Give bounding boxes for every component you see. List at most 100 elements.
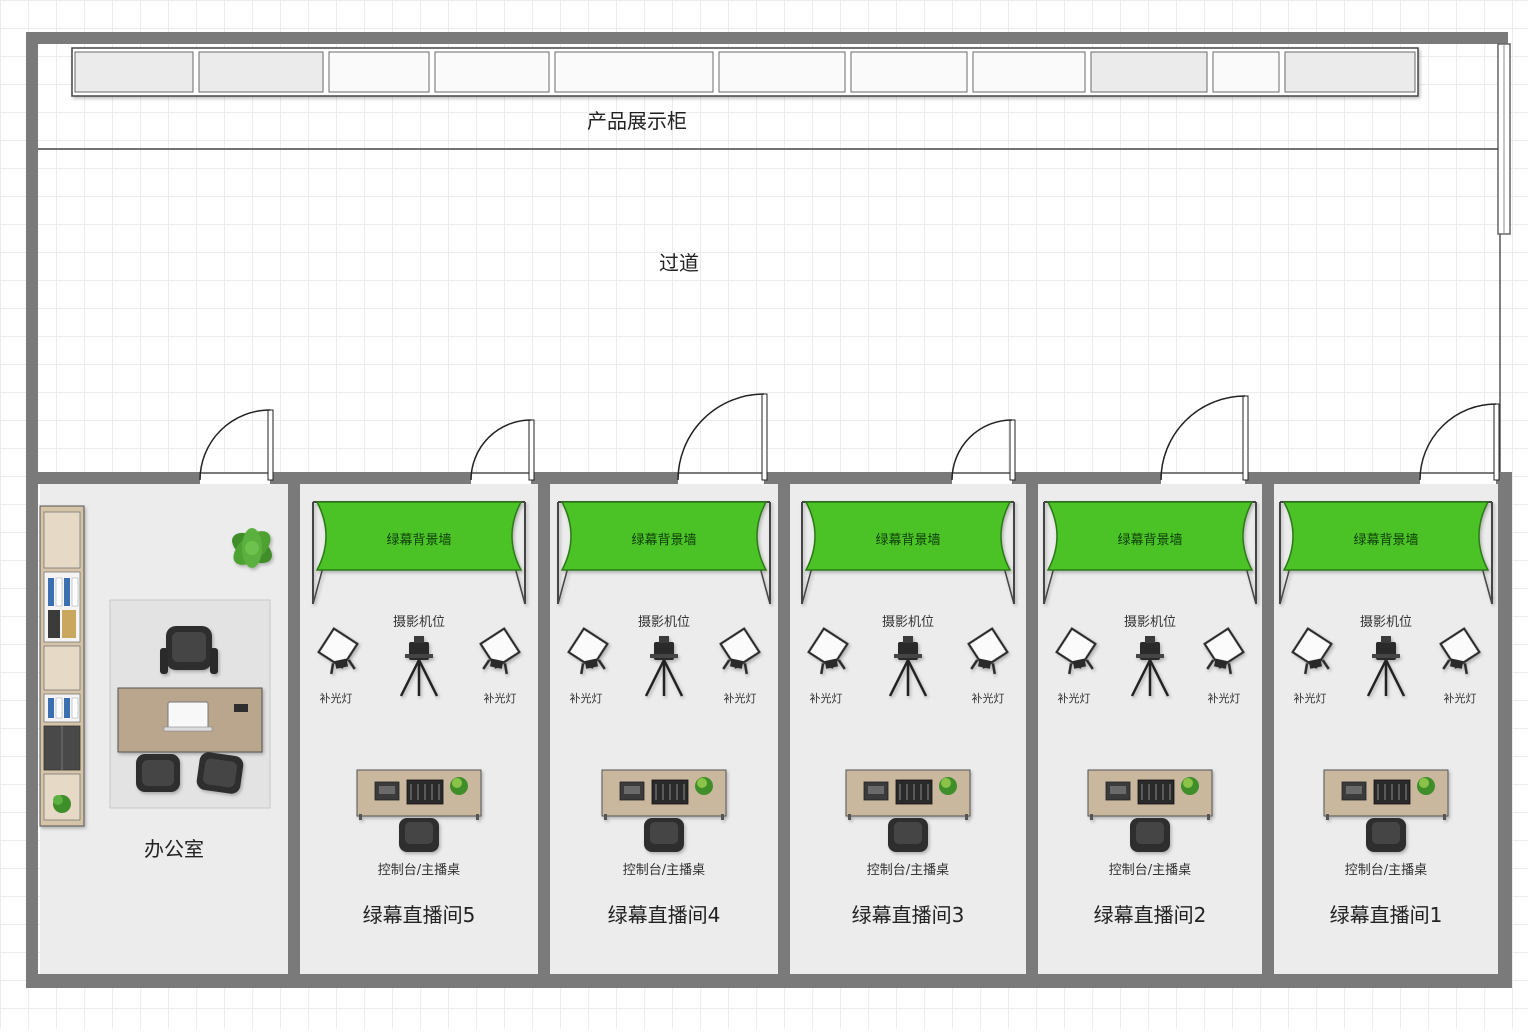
backdrop-label: 绿幕背景墙	[875, 533, 940, 548]
studio-name: 绿幕直播间2	[1094, 903, 1207, 927]
office-desk	[117, 687, 263, 753]
console-chair	[1130, 818, 1170, 852]
walls	[26, 32, 1512, 988]
fill-light-label: 补光灯	[1208, 691, 1241, 705]
office: 办公室	[39, 484, 288, 974]
backdrop-label: 绿幕背景墙	[1353, 533, 1418, 548]
door-panel	[761, 393, 768, 481]
green-screen-backdrop	[1043, 501, 1257, 605]
cabinet-segment	[1284, 51, 1416, 93]
door-swing-arc	[677, 393, 765, 481]
camera-tripod-icon	[1366, 636, 1406, 697]
green-screen-backdrop	[1279, 501, 1493, 605]
office-guest-chairs	[136, 752, 244, 794]
door-opening	[952, 474, 1012, 484]
fill-light-icon	[719, 627, 761, 675]
backdrop-label: 绿幕背景墙	[1117, 533, 1182, 548]
cabinet-segment	[434, 51, 550, 93]
studio-name: 绿幕直播间4	[608, 903, 721, 927]
partition-wall	[288, 484, 300, 974]
studio-name: 绿幕直播间1	[1330, 903, 1443, 927]
green-screen-backdrop	[312, 501, 526, 605]
door-panel	[528, 419, 535, 481]
camera-tripod-icon	[888, 636, 928, 697]
top-wall	[26, 32, 1508, 44]
fill-light-icon	[1203, 627, 1245, 675]
fill-light-icon	[967, 627, 1009, 675]
console-label: 控制台/主播桌	[867, 863, 949, 878]
door-opening	[1420, 474, 1496, 484]
partition-wall	[538, 484, 550, 974]
camera-tripod-icon	[1130, 636, 1170, 697]
rooms: 办公室 绿幕背景墙摄影机位补光灯补光灯控制台/主播桌绿幕直播间5绿幕背景墙摄影机…	[26, 393, 1512, 974]
camera-label: 摄影机位	[393, 615, 445, 630]
partition-wall	[778, 484, 790, 974]
bottom-wall	[26, 974, 1512, 988]
fill-light-icon	[479, 627, 521, 675]
camera-label: 摄影机位	[882, 615, 934, 630]
console-desk	[1087, 769, 1213, 820]
door-opening	[678, 474, 764, 484]
console-desk	[1323, 769, 1449, 820]
cabinet-segment	[554, 51, 714, 93]
fill-light-label: 补光灯	[1294, 691, 1327, 705]
door-panel	[1493, 403, 1500, 481]
cabinet-segment	[328, 51, 430, 93]
left-wall	[26, 32, 38, 988]
console-chair	[644, 818, 684, 852]
camera-tripod-icon	[644, 636, 684, 697]
camera-label: 摄影机位	[1360, 615, 1412, 630]
cabinet-segment	[74, 51, 194, 93]
camera-label: 摄影机位	[638, 615, 690, 630]
backdrop-label: 绿幕背景墙	[386, 533, 451, 548]
fill-light-icon	[567, 627, 609, 675]
fill-light-label: 补光灯	[724, 691, 757, 705]
right-wall	[1498, 474, 1512, 988]
fill-light-icon	[1291, 627, 1333, 675]
cabinet-segment	[198, 51, 324, 93]
display-cabinet-label: 产品展示柜	[587, 109, 687, 133]
fill-light-label: 补光灯	[570, 691, 603, 705]
office-plant	[232, 528, 272, 568]
door-panel	[1009, 419, 1016, 481]
studio-room: 绿幕背景墙摄影机位补光灯补光灯控制台/主播桌绿幕直播间4	[550, 484, 778, 974]
office-label: 办公室	[144, 837, 204, 861]
corridor-label: 过道	[659, 251, 699, 275]
door-swing-arc	[1160, 395, 1246, 481]
door-opening	[1161, 474, 1245, 484]
studio-room: 绿幕背景墙摄影机位补光灯补光灯控制台/主播桌绿幕直播间3	[790, 484, 1026, 974]
partition-wall	[1262, 484, 1274, 974]
fill-light-label: 补光灯	[484, 691, 517, 705]
studio-name: 绿幕直播间5	[363, 903, 476, 927]
camera-label: 摄影机位	[1124, 615, 1176, 630]
green-screen-backdrop	[557, 501, 771, 605]
fill-light-label: 补光灯	[320, 691, 353, 705]
fill-light-label: 补光灯	[972, 691, 1005, 705]
fill-light-icon	[317, 627, 359, 675]
bookshelf	[39, 505, 85, 827]
console-chair	[888, 818, 928, 852]
fill-light-label: 补光灯	[1444, 691, 1477, 705]
cabinet-segment	[972, 51, 1086, 93]
studio-name: 绿幕直播间3	[852, 903, 965, 927]
door-swing-arc	[199, 409, 271, 481]
green-screen-backdrop	[801, 501, 1015, 605]
console-label: 控制台/主播桌	[378, 863, 460, 878]
doors	[199, 393, 1500, 484]
console-desk	[845, 769, 971, 820]
cabinet-segment	[1212, 51, 1280, 93]
console-desk	[356, 769, 482, 820]
console-label: 控制台/主播桌	[1109, 863, 1191, 878]
camera-tripod-icon	[399, 636, 439, 697]
fill-light-label: 补光灯	[1058, 691, 1091, 705]
door-opening	[471, 474, 531, 484]
console-desk	[601, 769, 727, 820]
partition-walls	[288, 484, 1274, 974]
console-label: 控制台/主播桌	[1345, 863, 1427, 878]
fill-light-icon	[1439, 627, 1481, 675]
